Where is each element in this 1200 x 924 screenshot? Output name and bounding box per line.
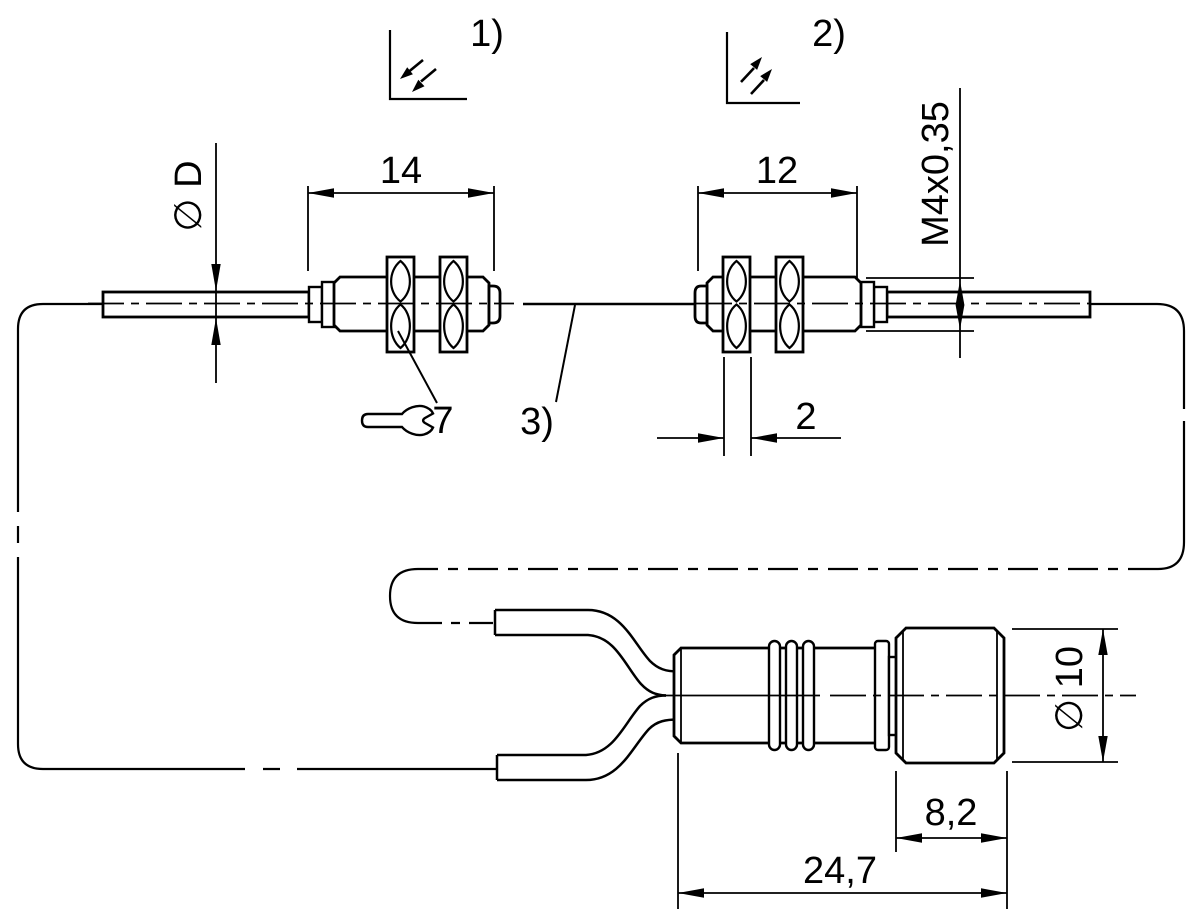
- corner-bracket: [388, 30, 467, 101]
- arrowhead-right-icon: [698, 433, 724, 443]
- leader-line: [397, 330, 438, 404]
- arrowhead-right-icon: [468, 188, 494, 198]
- dimension-head1-length: 14: [307, 150, 495, 271]
- wrench-size-note: 7: [360, 330, 454, 442]
- arrowhead-down-icon: [1098, 736, 1108, 762]
- cable-route-u-turn: [388, 567, 419, 625]
- centerlines: [88, 302, 1136, 697]
- sensor1-step-small: [307, 285, 324, 324]
- sensor-head-2: [693, 255, 1092, 354]
- extension-lines: [307, 186, 495, 271]
- lower-branch-tube: [495, 694, 679, 782]
- connector-nut-length-label: 8,2: [925, 792, 978, 834]
- cable-note: 3): [520, 304, 576, 443]
- extension-lines: [697, 186, 858, 278]
- arrowhead-right-icon: [831, 188, 857, 198]
- arrowhead-down-icon: [211, 264, 221, 291]
- thread-spec-label: M4x0,35: [915, 101, 957, 247]
- dimension-connector-diameter: ∅ 10: [1012, 628, 1118, 763]
- arrowhead-right-icon: [981, 888, 1007, 898]
- light-arrow-head-icon: [412, 79, 425, 92]
- sensor2-step-small: [872, 285, 889, 324]
- arrowhead-down-icon: [955, 305, 965, 330]
- arrowhead-left-icon: [698, 188, 724, 198]
- arrowhead-up-icon: [955, 280, 965, 305]
- light-arrow-shaft: [740, 67, 755, 83]
- hex-facet: [443, 303, 464, 350]
- hex-facet: [390, 303, 411, 350]
- hex-facet: [443, 259, 464, 303]
- light-arrow-head-icon: [750, 57, 762, 70]
- head2-length-label: 12: [756, 150, 798, 192]
- wrench-size-label: 7: [432, 400, 453, 442]
- light-arrow-shaft: [420, 68, 437, 83]
- light-arrow-shaft: [408, 58, 424, 73]
- note-2-label: 2): [812, 13, 846, 55]
- cable-route-right: [1090, 302, 1186, 409]
- wrench-icon: [360, 404, 435, 437]
- corner-bracket: [725, 32, 800, 105]
- hex-facet: [726, 303, 747, 350]
- cable-routing: [16, 302, 1186, 771]
- extension-lines: [723, 357, 752, 456]
- dimension-head2-length: 12: [697, 150, 858, 278]
- hex-facet: [390, 259, 411, 303]
- cable-route-left-bottom: [16, 557, 245, 771]
- dimension-fiber-diameter: ∅ D: [168, 143, 221, 383]
- arrowhead-left-icon: [678, 888, 704, 898]
- light-arrow-head-icon: [400, 67, 413, 79]
- connector-diameter-label: ∅ 10: [1049, 646, 1091, 732]
- light-arrow-shaft: [750, 79, 765, 95]
- upper-branch-tube: [493, 608, 679, 697]
- arrowhead-up-icon: [211, 318, 221, 345]
- cable-route-left: [16, 302, 103, 512]
- arrowhead-left-icon: [751, 433, 777, 443]
- dimension-connector-nut-length: 8,2: [895, 771, 1008, 909]
- nut-thickness-label: 2: [795, 396, 816, 438]
- sensor2-sensing-tip: [693, 284, 709, 325]
- hex-facet: [726, 259, 747, 303]
- hex-facet: [779, 259, 800, 303]
- fiber-diameter-label: ∅ D: [168, 160, 210, 231]
- dimension-connector-length: 24,7: [677, 753, 1007, 909]
- arrowhead-left-icon: [308, 188, 334, 198]
- extension-lines: [866, 277, 974, 332]
- sensor2-step-large: [859, 280, 876, 329]
- arrowhead-left-icon: [896, 833, 922, 843]
- sensor1-cable-sleeve: [101, 290, 311, 319]
- optical-symbol-1: 1): [388, 13, 504, 101]
- arrowhead-up-icon: [1098, 629, 1108, 655]
- connector-length-label: 24,7: [803, 850, 877, 892]
- note-1-label: 1): [470, 13, 504, 55]
- cable-route-right-bottom: [1157, 421, 1186, 571]
- dimension-nut-thickness: 2: [657, 357, 841, 456]
- dimension-thread-spec: M4x0,35: [866, 88, 974, 358]
- y-split: [493, 608, 679, 782]
- cable-note-label: 3): [520, 401, 554, 443]
- arrowhead-right-icon: [981, 833, 1007, 843]
- sensor2-cable-sleeve: [885, 290, 1092, 319]
- optical-symbol-2: 2): [725, 13, 846, 105]
- extension-lines: [1012, 628, 1118, 763]
- hex-facet: [779, 303, 800, 350]
- head1-length-label: 14: [380, 150, 422, 192]
- sensor1-sensing-tip: [487, 284, 502, 325]
- light-arrow-head-icon: [760, 69, 772, 82]
- leader-line: [555, 304, 576, 403]
